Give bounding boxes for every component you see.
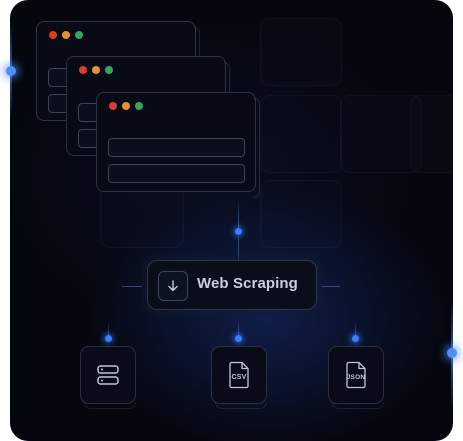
content-bar xyxy=(108,164,245,183)
background-tile xyxy=(260,180,342,248)
close-dot-icon xyxy=(49,31,57,39)
database-server-icon xyxy=(97,365,119,385)
diagram-panel: Web Scraping CSV xyxy=(10,0,453,441)
background-tile xyxy=(260,18,342,86)
web-scraping-label: Web Scraping xyxy=(197,275,298,292)
background-tile xyxy=(260,95,342,173)
edge-glow-node xyxy=(6,66,16,76)
connector-line xyxy=(122,286,142,287)
minimize-dot-icon xyxy=(62,31,70,39)
connector-node xyxy=(352,335,359,342)
json-output-tile: JSON xyxy=(328,346,384,409)
connector-line xyxy=(238,200,239,230)
maximize-dot-icon xyxy=(75,31,83,39)
csv-label: CSV xyxy=(231,374,247,381)
connector-line xyxy=(108,322,109,338)
web-scraping-node: Web Scraping xyxy=(147,260,317,310)
connector-line xyxy=(355,322,356,338)
csv-file-icon: CSV xyxy=(228,361,250,389)
connector-line xyxy=(238,236,239,260)
connector-line xyxy=(238,320,239,338)
window-stack-edge xyxy=(254,98,260,198)
connector-line xyxy=(322,286,340,287)
window-controls xyxy=(79,66,113,74)
window-controls xyxy=(109,102,143,110)
json-file-icon: JSON xyxy=(345,361,367,389)
download-arrow-icon xyxy=(158,271,188,301)
connector-node xyxy=(235,228,242,235)
content-bar xyxy=(108,138,245,157)
csv-output-tile: CSV xyxy=(211,346,267,409)
json-label: JSON xyxy=(346,374,366,381)
background-tile xyxy=(410,95,453,173)
close-dot-icon xyxy=(79,66,87,74)
maximize-dot-icon xyxy=(135,102,143,110)
minimize-dot-icon xyxy=(92,66,100,74)
edge-glow-node xyxy=(447,348,457,358)
tile-stack-edge xyxy=(215,402,267,409)
minimize-dot-icon xyxy=(122,102,130,110)
background-tile xyxy=(340,95,422,173)
close-dot-icon xyxy=(109,102,117,110)
connector-node xyxy=(235,335,242,342)
maximize-dot-icon xyxy=(105,66,113,74)
tile-stack-edge xyxy=(84,402,136,409)
database-output-tile xyxy=(80,346,136,409)
browser-window-3 xyxy=(96,92,260,198)
window-controls xyxy=(49,31,83,39)
tile-stack-edge xyxy=(332,402,384,409)
connector-node xyxy=(105,335,112,342)
